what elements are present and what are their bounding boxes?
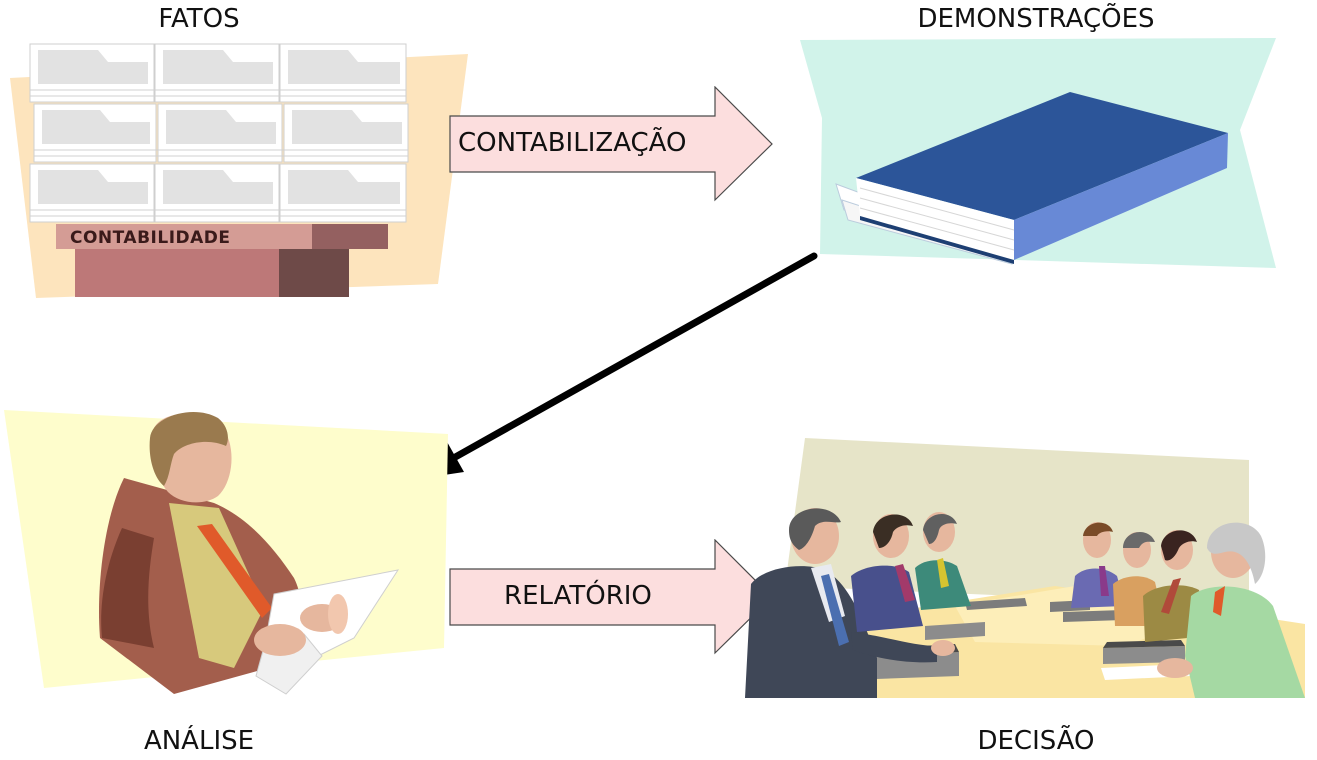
analyst-reading-clipart <box>4 408 448 700</box>
ledger-documents-clipart <box>8 40 470 302</box>
arrow-label-relatorio: RELATÓRIO <box>504 581 652 611</box>
stage-label-demonstracoes: DEMONSTRAÇÕES <box>917 4 1155 34</box>
financial-statements-book-clipart <box>800 38 1280 270</box>
arrow-label-contabilizacao: CONTABILIZAÇÃO <box>458 128 687 158</box>
contabilidade-stamp: CONTABILIDADE <box>70 228 231 248</box>
stage-label-fatos: FATOS <box>158 4 240 34</box>
stage-label-decisao: DECISÃO <box>977 726 1095 756</box>
arrow-contabilizacao: CONTABILIZAÇÃO <box>449 86 774 202</box>
stage-label-analise: ANÁLISE <box>143 726 255 756</box>
arrow-relatorio: RELATÓRIO <box>449 539 774 655</box>
board-meeting-clipart <box>745 436 1310 704</box>
